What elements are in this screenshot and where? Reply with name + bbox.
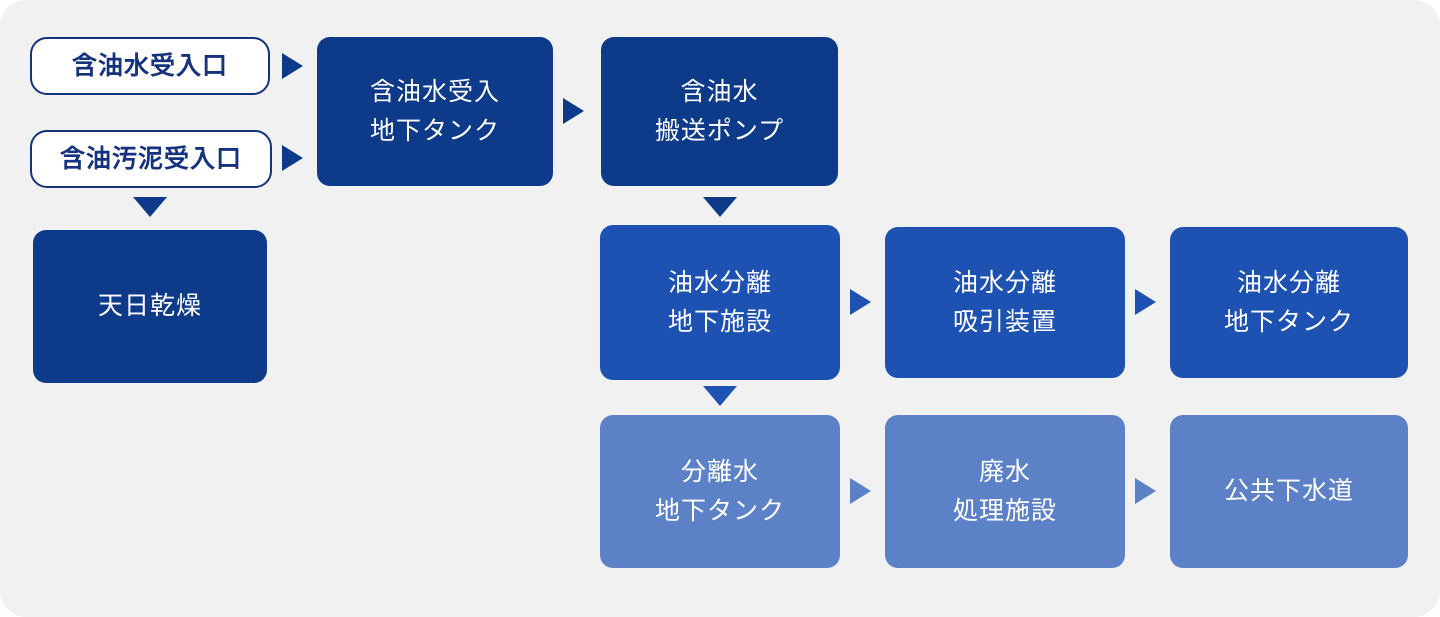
node-public-sewer: 公共下水道 [1170, 415, 1408, 568]
node-sun-drying: 天日乾燥 [33, 230, 267, 383]
arrow-right-icon [850, 289, 871, 315]
node-oily-water-transfer-pump: 含油水 搬送ポンプ [601, 37, 838, 186]
node-oil-water-separation-tank: 油水分離 地下タンク [1170, 227, 1408, 378]
arrow-right-icon [850, 478, 871, 504]
node-oily-water-receiving-tank: 含油水受入 地下タンク [317, 37, 553, 186]
node-oil-water-separation-suction-device: 油水分離 吸引装置 [885, 227, 1125, 378]
arrow-right-icon [282, 145, 303, 171]
node-oily-sludge-inlet: 含油汚泥受入口 [30, 130, 272, 188]
node-oil-water-separation-facility: 油水分離 地下施設 [600, 225, 840, 380]
arrow-down-icon [703, 197, 737, 217]
node-oily-water-inlet: 含油水受入口 [30, 37, 270, 95]
node-wastewater-treatment-facility: 廃水 処理施設 [885, 415, 1125, 568]
arrow-right-icon [1135, 478, 1156, 504]
node-separated-water-tank: 分離水 地下タンク [600, 415, 840, 568]
arrow-right-icon [563, 98, 584, 124]
arrow-down-icon [703, 386, 737, 406]
arrow-right-icon [282, 53, 303, 79]
arrow-down-icon [133, 197, 167, 217]
arrow-right-icon [1135, 289, 1156, 315]
